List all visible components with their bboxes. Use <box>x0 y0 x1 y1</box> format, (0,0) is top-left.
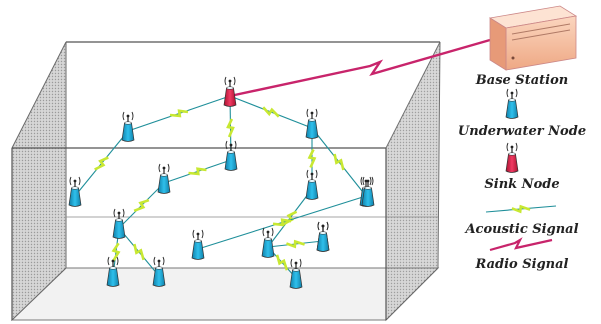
acoustic-bolt-icon <box>307 148 317 169</box>
legend-radio-signal-icon <box>489 237 553 252</box>
acoustic-links <box>74 95 367 279</box>
acoustic-bolt-icon <box>133 243 145 261</box>
acoustic-link <box>127 95 231 132</box>
underwater-node-icon <box>106 256 120 287</box>
acoustic-link <box>74 130 129 197</box>
acoustic-link <box>197 195 367 250</box>
underwater-node-icon <box>361 176 375 207</box>
acoustic-link <box>229 95 313 129</box>
radio-link <box>229 38 491 98</box>
sink-node-icon <box>505 142 519 173</box>
legend-sink-node-icon <box>505 142 519 173</box>
acoustic-bolt-icon <box>111 242 121 262</box>
acoustic-bolt-icon <box>285 239 305 249</box>
acoustic-bolt-icon <box>272 218 292 227</box>
tank-floor <box>10 267 440 321</box>
acoustic-bolt-icon <box>94 156 109 171</box>
underwater-node-icon <box>505 88 519 119</box>
acoustic-bolt-icon <box>169 109 189 118</box>
acoustic-bolt-icon <box>275 254 289 271</box>
acoustic-link <box>267 239 324 249</box>
underwater-node-icon <box>121 111 135 142</box>
acoustic-link <box>311 127 367 197</box>
underwater-node-icon <box>305 169 319 200</box>
acoustic-bolt-icon <box>133 198 150 213</box>
sensor-nodes <box>68 76 375 289</box>
legend-acoustic-signal-icon <box>485 204 557 214</box>
legend-underwater-node-label: Underwater Node <box>458 124 586 139</box>
underwater-node-icon <box>261 227 275 258</box>
underwater-node-icon <box>224 140 238 171</box>
acoustic-bolt-icon <box>262 106 280 118</box>
base-station-icon <box>488 5 578 71</box>
acoustic-link <box>118 182 165 229</box>
acoustic-link <box>485 204 557 214</box>
underwater-node-icon <box>289 258 303 289</box>
underwater-node-icon <box>112 208 126 239</box>
underwater-node-icon <box>157 163 171 194</box>
acoustic-link <box>267 188 313 248</box>
acoustic-bolt-icon <box>511 204 531 214</box>
underwater-node-icon <box>152 256 166 287</box>
legend: Base Station Underwater Node Sink Node A… <box>458 73 586 272</box>
underwater-node-icon <box>68 176 82 207</box>
acoustic-bolt-icon <box>188 167 207 176</box>
underwater-node-icon <box>305 108 319 139</box>
radio-link-line <box>229 38 491 98</box>
underwater-node-icon <box>316 221 330 252</box>
tank-right-wall <box>385 41 441 322</box>
acoustic-link <box>118 227 160 277</box>
legend-underwater-node-icon <box>505 88 519 119</box>
sink-node-icon <box>223 76 237 107</box>
legend-radio-signal-label: Radio Signal <box>475 257 569 272</box>
legend-acoustic-signal-label: Acoustic Signal <box>463 222 578 237</box>
acoustic-bolt-icon <box>333 153 345 171</box>
legend-sink-node-label: Sink Node <box>484 177 559 192</box>
underwater-node-icon <box>191 229 205 260</box>
acoustic-bolt-icon <box>226 118 235 138</box>
legend-base-station-label: Base Station <box>475 73 568 88</box>
acoustic-link <box>163 159 232 184</box>
